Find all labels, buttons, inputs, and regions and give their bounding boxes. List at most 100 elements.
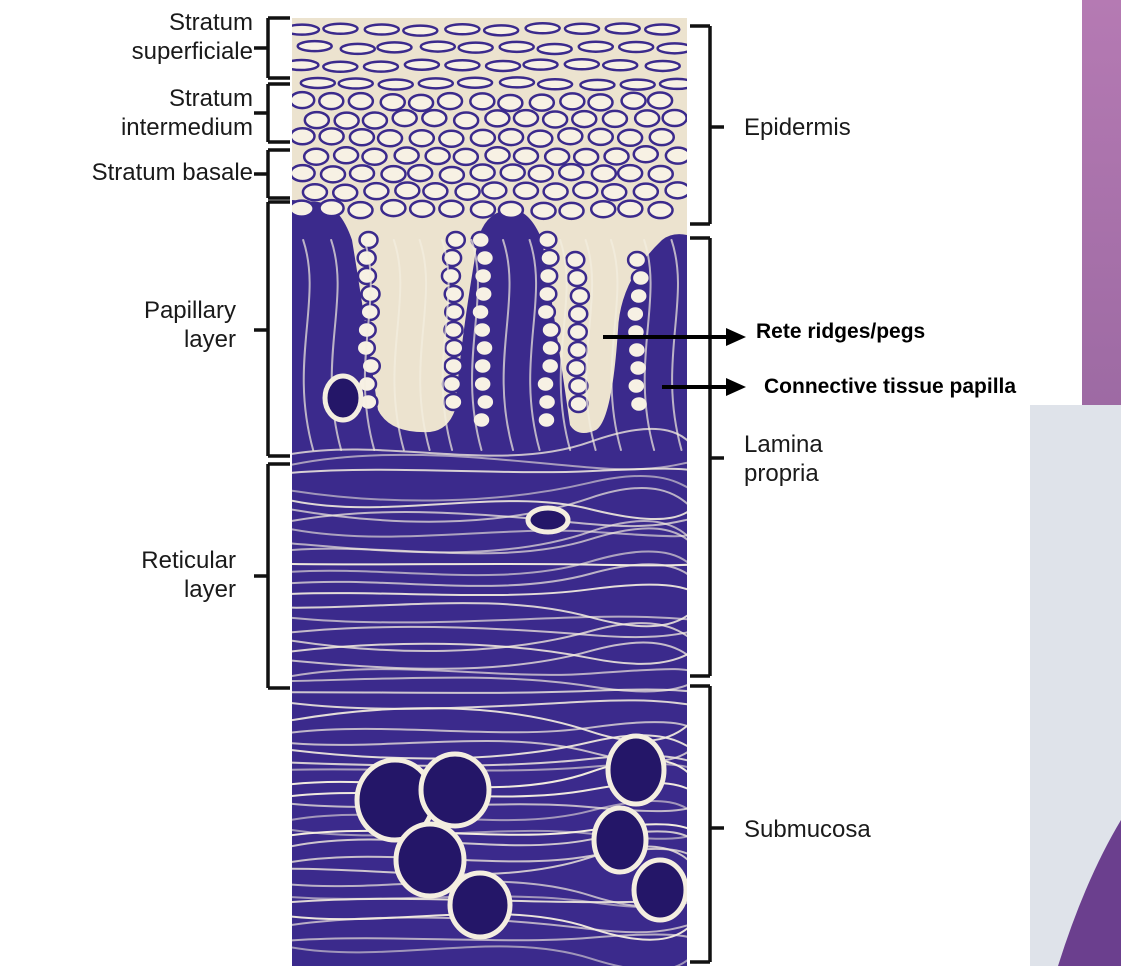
epithelial-cell (532, 203, 556, 219)
basal-cell (628, 342, 646, 358)
epithelial-cell (410, 201, 434, 217)
epithelial-cell (660, 79, 694, 89)
label-lamina-propria: Lamina propria (744, 430, 823, 488)
basal-cell (472, 304, 490, 320)
epithelial-cell (284, 60, 318, 70)
epithelial-cell (500, 77, 534, 87)
epithelial-cell (393, 110, 417, 126)
epithelial-cell (486, 61, 520, 71)
epithelial-cell (619, 42, 653, 52)
epithelial-cell (591, 201, 615, 217)
epithelial-cell (514, 148, 538, 164)
epithelial-cell (454, 149, 478, 165)
label-stratum-basale: Stratum basale (92, 158, 253, 187)
basal-cell (569, 306, 587, 322)
epithelial-cell (603, 111, 627, 127)
label-stratum-superficiale: Stratum superficiale (132, 8, 253, 66)
epithelial-cell (666, 148, 690, 164)
epithelial-cell (500, 42, 534, 52)
epithelial-cell (290, 128, 314, 144)
epithelial-cell (622, 93, 646, 109)
epithelial-cell (334, 147, 358, 163)
epithelial-cell (649, 202, 673, 218)
epithelial-cell (305, 112, 329, 128)
epithelial-cell (445, 24, 479, 34)
epithelial-cell (635, 110, 659, 126)
epithelial-cell (646, 61, 680, 71)
epithelial-cell (649, 166, 673, 182)
epithelial-cell (408, 165, 432, 181)
epithelial-cell (410, 130, 434, 146)
epithelial-cell (603, 60, 637, 70)
vessel-or-fat-cell (634, 860, 686, 920)
basal-cell (568, 270, 586, 286)
epithelial-cell (364, 62, 398, 72)
label-submucosa: Submucosa (744, 815, 871, 844)
epithelial-cell (499, 129, 523, 145)
label-epidermis: Epidermis (744, 113, 851, 142)
basal-cell (540, 250, 558, 266)
epithelial-cell (301, 78, 335, 88)
epithelial-cell (426, 148, 450, 164)
epithelial-cell (303, 184, 327, 200)
label-stratum-intermedium: Stratum intermedium (121, 84, 253, 142)
epithelial-cell (304, 149, 328, 165)
epithelial-cell (499, 202, 523, 218)
epithelial-cell (558, 128, 582, 144)
basal-cell (538, 394, 556, 410)
arrow-connective-papilla-head (726, 378, 746, 396)
epithelial-cell (589, 94, 613, 110)
basal-cell (476, 340, 494, 356)
epithelial-cell (470, 93, 494, 109)
label-rete-ridges: Rete ridges/pegs (756, 317, 925, 346)
epithelial-cell (381, 200, 405, 216)
epithelial-cell (320, 128, 344, 144)
epithelial-cell (445, 60, 479, 70)
epithelial-cell (658, 43, 692, 53)
vessel-or-fat-cell (450, 873, 510, 937)
epithelial-cell (618, 165, 642, 181)
epithelial-cell (323, 62, 357, 72)
histology-photo-top (1082, 0, 1121, 408)
epithelial-cell (458, 78, 492, 88)
epithelial-cell (482, 182, 506, 198)
epithelial-cell (298, 41, 332, 51)
basal-cell (442, 268, 460, 284)
epithelial-cell (559, 164, 583, 180)
basal-cell (474, 376, 492, 392)
epithelial-cell (666, 182, 690, 198)
epithelial-cell (650, 129, 674, 145)
epithelial-cell (438, 93, 462, 109)
bracket-reticular (254, 464, 290, 688)
basal-cell (444, 394, 462, 410)
epithelial-cell (285, 25, 319, 35)
basal-cell (567, 360, 585, 376)
epithelial-cell (560, 93, 584, 109)
bracket-basale (254, 150, 290, 198)
basal-cell (632, 270, 650, 286)
epithelial-cell (350, 165, 374, 181)
basal-cell (472, 232, 490, 248)
epithelial-cell (544, 184, 568, 200)
epithelial-cell (606, 23, 640, 33)
epithelial-cell (422, 110, 446, 126)
basal-cell (445, 340, 463, 356)
basal-cell (571, 288, 589, 304)
basal-cell (626, 306, 644, 322)
basal-cell (627, 378, 645, 394)
epithelial-cell (323, 24, 357, 34)
epithelial-cell (498, 95, 522, 111)
epithelial-cell (543, 111, 567, 127)
bracket-epidermis (690, 26, 724, 224)
epithelial-cell (471, 201, 495, 217)
epithelial-cell (524, 60, 558, 70)
basal-cell (476, 250, 494, 266)
epithelial-cell (663, 110, 687, 126)
epithelial-cell (350, 129, 374, 145)
epithelial-cell (648, 92, 672, 108)
epithelial-cell (363, 112, 387, 128)
epithelial-cell (592, 166, 616, 182)
epithelial-cell (365, 25, 399, 35)
